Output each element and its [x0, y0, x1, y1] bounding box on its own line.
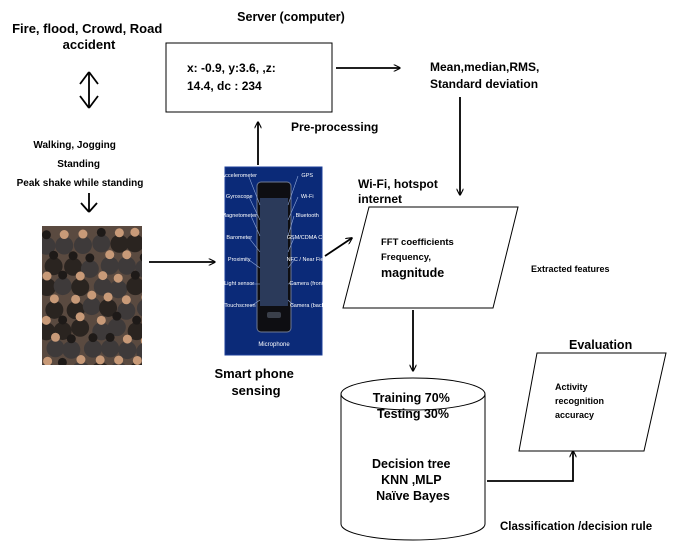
events-activities-double-arrow [79, 71, 99, 109]
smartphone-sensing-label: Smart phone sensing [214, 366, 297, 398]
crowd-image [42, 226, 142, 365]
database-classifiers: Decision tree KNN ,MLP Naïve Bayes [372, 457, 454, 503]
evaluation-box [518, 352, 667, 452]
activity-peak-shake: Peak shake while standing [17, 178, 144, 189]
classification-label: Classification /decision rule [500, 521, 652, 533]
events-label-line-2: accident [63, 37, 116, 52]
smartphone-sensors-image: Accelerometer Gyroscope Magnetometer Bar… [222, 166, 330, 356]
events-label: Fire, flood, Crowd, Road accident [12, 21, 166, 52]
phone-sensors-right: GPS Wi-Fi Bluetooth GSM/CDMA Cell NFC / … [287, 173, 330, 309]
phone-to-features-arrow [324, 238, 352, 257]
server-reading: x: -0.9, y:3.6, ,z: 14.4, dc : 234 [187, 61, 279, 93]
wifi-label: Wi-Fi, hotspot internet [358, 177, 441, 206]
activities-to-crowd-arrow [80, 193, 98, 213]
events-label-line-1: Fire, flood, Crowd, Road [12, 21, 162, 36]
phone-sensors-left: Accelerometer Gyroscope Magnetometer Bar… [222, 173, 259, 309]
server-box [165, 42, 333, 113]
stats-label: Mean,median,RMS, Standard deviation [430, 60, 543, 91]
server-title: Server (computer) [237, 10, 345, 24]
features-box [342, 206, 519, 309]
features-magnitude: magnitude [381, 266, 444, 280]
activity-standing: Standing [57, 159, 100, 170]
evaluation-box-text: Activity recognition accuracy [555, 382, 607, 420]
features-box-text: FFT coefficients Frequency, [381, 237, 456, 263]
database-to-evaluation-arrow [487, 451, 573, 482]
phone-screen [260, 198, 288, 306]
extracted-features-label: Extracted features [531, 264, 610, 274]
database-cylinder [340, 377, 486, 541]
activities-label: Walking, Jogging Standing Peak shake whi… [17, 140, 144, 189]
database-split: Training 70% Testing 30% [373, 391, 454, 421]
phone-sensor-microphone: Microphone [258, 342, 290, 348]
activity-walking-jogging: Walking, Jogging [33, 140, 115, 151]
preprocessing-label: Pre-processing [291, 120, 378, 134]
evaluation-title: Evaluation [569, 338, 632, 352]
